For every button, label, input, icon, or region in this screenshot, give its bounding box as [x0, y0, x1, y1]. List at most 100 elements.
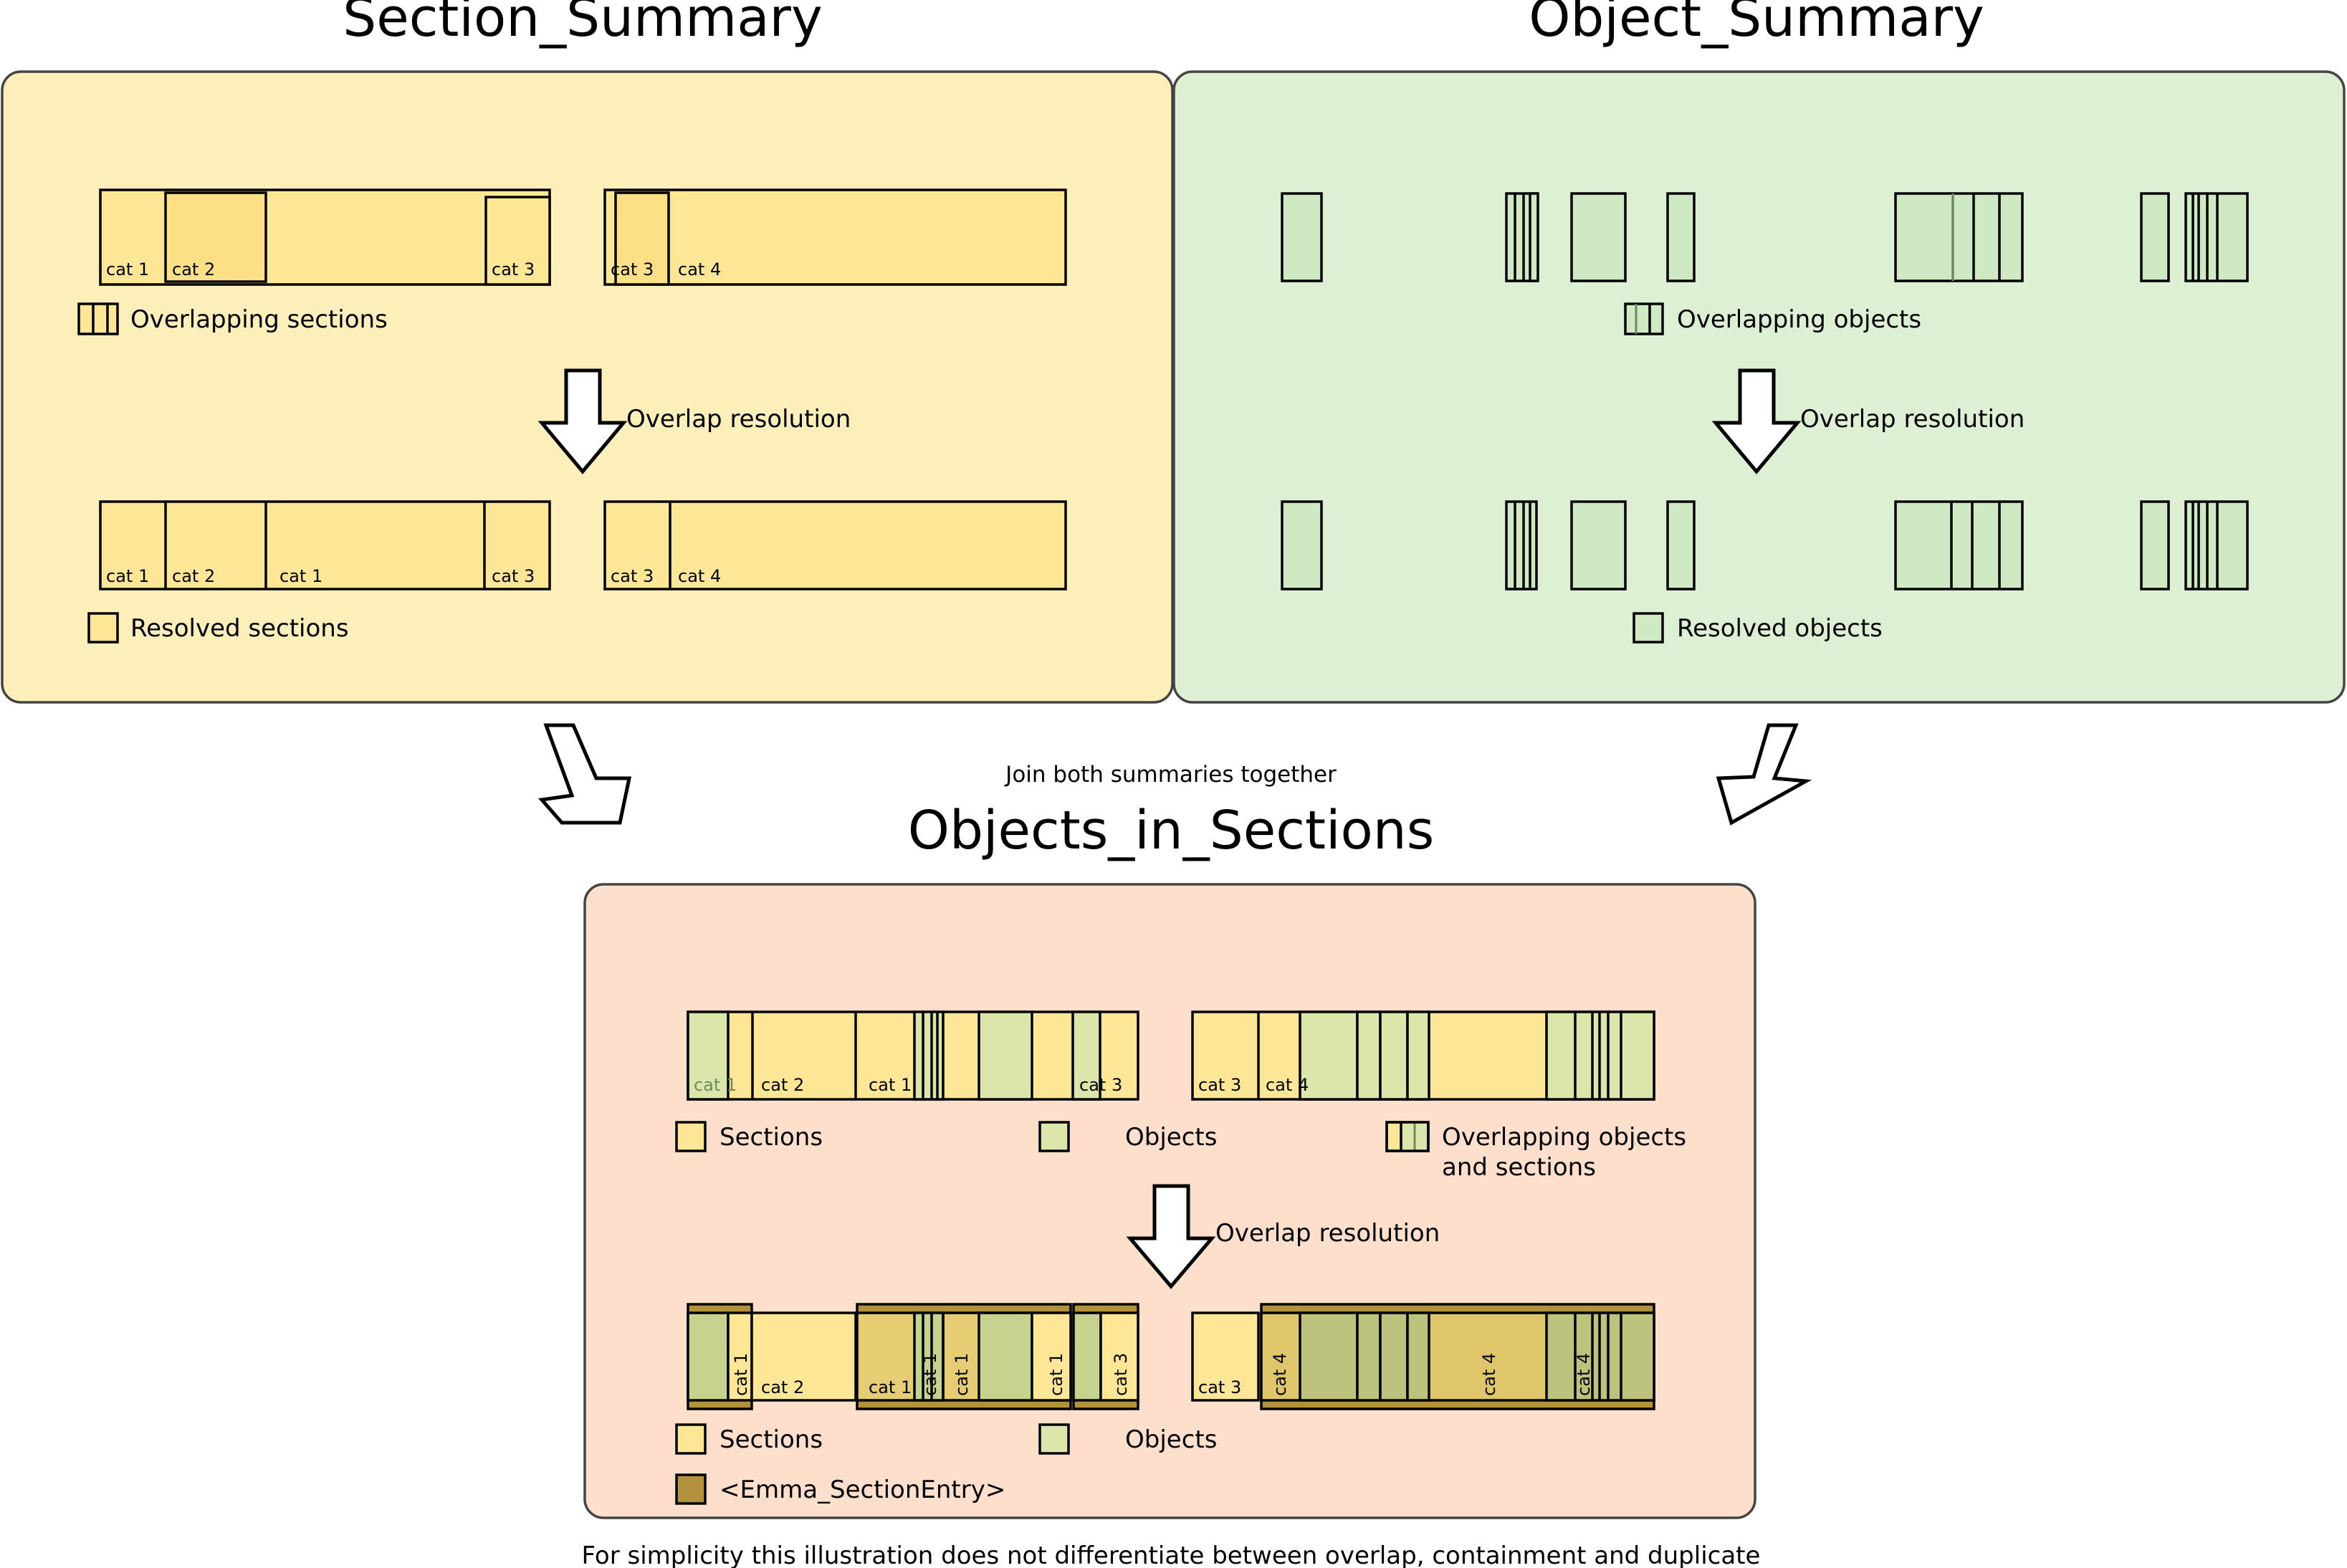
objects-in-sections-title: Objects_in_Sections — [908, 800, 1435, 861]
cat-label: cat 3 — [492, 566, 535, 586]
cat-label: cat 4 — [678, 566, 721, 586]
section-block — [1099, 1311, 1139, 1402]
cat-label: cat 4 — [678, 259, 721, 279]
down-arrow-icon — [537, 368, 628, 474]
legend-swatch-entry — [675, 1473, 707, 1505]
down-arrow-icon — [1126, 1184, 1216, 1289]
object-block — [977, 1311, 1033, 1402]
object-block — [913, 1311, 945, 1402]
object-block — [1570, 500, 1627, 591]
legend-label: Sections — [720, 1425, 823, 1454]
cat-label: cat 1 — [869, 1377, 912, 1397]
cat-label: cat 3 — [492, 259, 535, 279]
object-block — [1894, 192, 2024, 282]
cat-label: cat 1 — [106, 259, 149, 279]
cat-label: cat 3 — [611, 259, 654, 279]
cat-label: cat 4 — [1479, 1353, 1499, 1396]
overlap-resolution-label: Overlap resolution — [1215, 1219, 1440, 1248]
legend-label: <Emma_SectionEntry> — [720, 1476, 1005, 1504]
section-summary-panel: cat 1 cat 2 cat 3 cat 3 cat 4 Overlappin… — [1, 70, 1174, 704]
objects-in-sections-panel: cat 1 cat 2 cat 1 cat 3 cat 3 cat 4 Sect… — [583, 883, 1756, 1519]
cat-label: cat 4 — [1574, 1353, 1594, 1396]
mixed-bar-bg — [687, 1010, 1139, 1101]
legend-swatch — [1624, 302, 1664, 335]
cat-label: cat 1 — [1046, 1353, 1066, 1396]
legend-label: and sections — [1442, 1153, 1596, 1182]
section-block — [1031, 1311, 1072, 1402]
legend-label: Overlapping sections — [130, 305, 388, 334]
cat-label: cat 1 — [869, 1075, 912, 1095]
section-block-cat3 — [484, 196, 551, 286]
diagonal-arrow-icon — [538, 723, 632, 825]
legend-label: Resolved sections — [130, 614, 349, 643]
section-resolved-bar-1: cat 1 cat 2 cat 1 cat 3 — [99, 500, 551, 591]
object-block — [1281, 192, 1323, 282]
mixed-bar-2: cat 3 cat 4 — [1191, 1010, 1655, 1101]
object-block — [2140, 192, 2170, 282]
cat-label: cat 1 — [952, 1353, 972, 1396]
cat-label: cat 2 — [761, 1075, 804, 1095]
object-block — [1072, 1311, 1102, 1402]
cat-label: cat 2 — [172, 566, 215, 586]
legend-label: Overlapping objects — [1677, 305, 1921, 334]
section-block — [750, 1311, 857, 1402]
object-block — [1894, 500, 2024, 591]
object-block — [1379, 1010, 1409, 1101]
legend-overlapping-sections: Overlapping sections — [77, 302, 388, 335]
diagonal-arrow-icon — [1716, 723, 1812, 826]
object-block — [1666, 192, 1696, 282]
object-summary-panel: Overlapping objects Overlap resolution — [1172, 70, 2346, 704]
legend-swatch — [77, 302, 119, 335]
cat-label: cat 2 — [761, 1377, 804, 1397]
object-overlap-row — [1281, 192, 2249, 282]
object-summary-title: Object_Summary — [1529, 0, 1984, 49]
legend-label: Overlapping objects — [1442, 1123, 1686, 1152]
legend-resolved-sections: Resolved sections — [87, 612, 349, 644]
section-block — [1191, 1311, 1260, 1402]
section-resolved-bar-2: cat 3 cat 4 — [603, 500, 1067, 591]
object-block — [1406, 1311, 1430, 1402]
object-block — [1529, 192, 1539, 282]
join-note: Join both summaries together — [1004, 762, 1337, 788]
join-legend-top: Sections Objects Overlapping objects and… — [675, 1121, 1686, 1182]
section-block-cat4 — [603, 188, 1067, 286]
down-arrow-icon — [1711, 368, 1802, 474]
object-block — [1406, 1010, 1430, 1101]
mixed-bar-1: cat 1 cat 2 cat 1 cat 3 — [687, 1010, 1139, 1101]
object-block — [1666, 500, 1696, 591]
legend-label: Objects — [1125, 1123, 1217, 1152]
object-block — [687, 1010, 730, 1101]
footer-note: For simplicity this illustration does no… — [582, 1541, 1761, 1568]
object-block — [977, 1010, 1033, 1101]
legend-swatch-sections — [675, 1423, 707, 1455]
object-block — [687, 1311, 730, 1402]
legend-resolved-objects: Resolved objects — [1633, 612, 1883, 644]
object-block — [1071, 1010, 1101, 1101]
cat-label: cat 3 — [1079, 1075, 1122, 1095]
cat-label: cat 3 — [1198, 1377, 1241, 1397]
legend-swatch-objects — [1038, 1121, 1070, 1152]
legend-swatch-objects — [1038, 1423, 1070, 1455]
object-block — [1299, 1311, 1359, 1402]
resolved-section-block — [603, 500, 1067, 591]
cat-label: cat 1 — [731, 1353, 751, 1396]
section-overlap-bar-1: cat 1 cat 2 cat 3 — [99, 188, 551, 286]
section-overlap-bar-2: cat 3 cat 4 — [603, 188, 1067, 286]
object-block — [913, 1010, 945, 1101]
cat-label: cat 4 — [1266, 1075, 1309, 1095]
cat-label: cat 1 — [920, 1353, 940, 1396]
cat-label: cat 3 — [611, 566, 654, 586]
object-block — [1379, 1311, 1409, 1402]
cat-label: cat 1 — [106, 566, 149, 586]
object-block — [2140, 500, 2170, 591]
legend-label: Sections — [720, 1123, 823, 1152]
section-block-cat2 — [164, 191, 267, 283]
section-block — [727, 1311, 753, 1402]
legend-swatch — [1633, 612, 1664, 644]
object-block — [1281, 500, 1323, 591]
object-block — [1505, 500, 1538, 591]
object-resolved-row — [1281, 500, 2249, 591]
entry-bar-2: cat 3 cat 4 cat 4 cat 4 — [1191, 1303, 1655, 1410]
section-summary-title: Section_Summary — [343, 0, 823, 49]
